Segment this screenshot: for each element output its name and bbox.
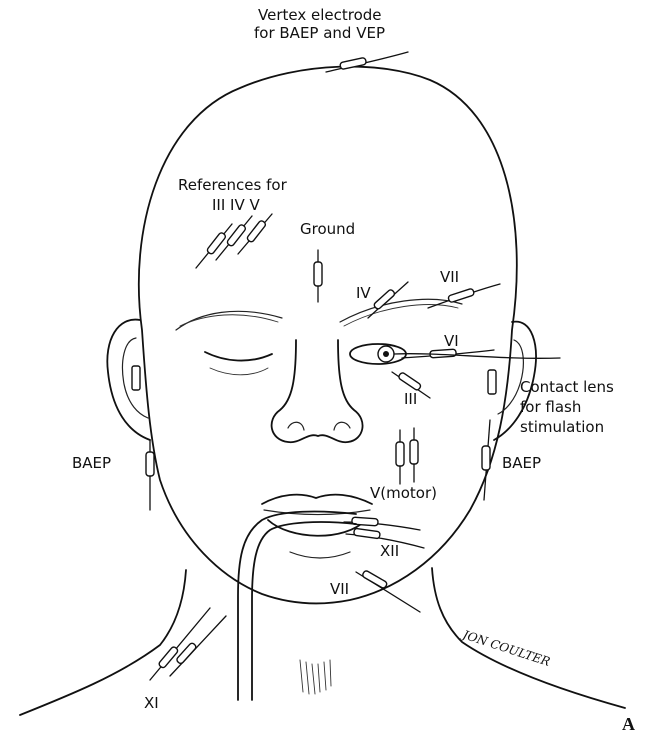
vi-label: VI	[444, 332, 459, 350]
left-eyebrow-hair	[180, 315, 278, 326]
right-nostril	[334, 422, 350, 430]
left-eyebrow	[176, 311, 282, 330]
contact-lens-label-line3: stimulation	[520, 418, 604, 436]
vertex-label-line1: Vertex electrode	[258, 6, 382, 24]
vertex-label-line2: for BAEP and VEP	[254, 24, 385, 42]
references-label: References for	[178, 176, 288, 194]
iv-electrode	[368, 282, 408, 318]
contact-lens-label-line2: for flash	[520, 398, 581, 416]
contact-lens-label-line1: Contact lens	[520, 378, 614, 396]
ground-label: Ground	[300, 220, 355, 238]
left-nostril	[288, 422, 304, 430]
contact-lens-wire	[394, 354, 560, 359]
iv-label: IV	[356, 284, 371, 302]
vii-lower-electrode	[356, 570, 420, 612]
baep-left-electrode	[132, 366, 154, 510]
right-eyebrow-hair	[344, 305, 458, 326]
reference-electrodes	[196, 214, 272, 268]
iii-label: III	[404, 390, 417, 408]
chin-line	[290, 552, 350, 558]
baep-left-label: BAEP	[72, 454, 111, 472]
left-eye-lash	[210, 368, 268, 375]
xi-label: XI	[144, 694, 159, 712]
references-nerves-label: III IV V	[212, 196, 260, 214]
contact-lens-pupil	[383, 351, 389, 357]
neck-right	[432, 568, 625, 708]
v-motor-label: V(motor)	[370, 484, 437, 502]
left-ear	[107, 320, 150, 440]
vii-upper-label: VII	[440, 268, 459, 286]
neck-left	[20, 570, 186, 715]
ground-electrode	[314, 250, 322, 302]
vii-lower-label: VII	[330, 580, 349, 598]
vertex-electrode	[326, 52, 408, 72]
oral-tube-inner	[252, 522, 356, 700]
neck-shading	[300, 660, 331, 694]
xii-label: XII	[380, 542, 399, 560]
baep-right-label: BAEP	[502, 454, 541, 472]
upper-lip	[262, 495, 372, 504]
left-eye-closed	[205, 352, 272, 361]
oral-tube	[238, 512, 356, 700]
v-motor-electrodes	[396, 428, 418, 484]
vii-upper-electrode	[428, 284, 500, 308]
figure-letter: A	[622, 714, 635, 734]
